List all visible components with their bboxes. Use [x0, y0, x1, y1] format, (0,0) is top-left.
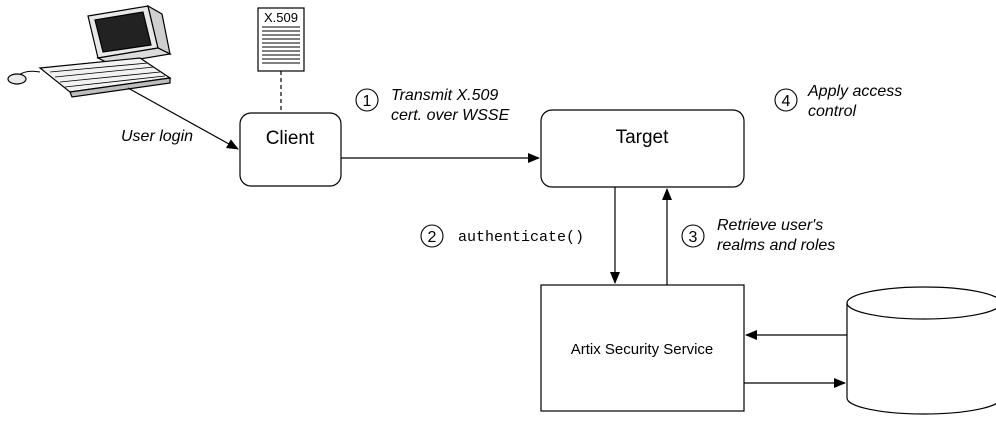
step-1-number: 1 — [363, 93, 372, 110]
step-3: 3 Retrieve user's realms and roles — [681, 217, 835, 254]
certificate-icon: X.509 — [257, 7, 305, 72]
database-icon — [846, 286, 996, 415]
user-login-label: User login — [121, 128, 193, 145]
step-4: 4 Apply access control — [774, 83, 902, 120]
step-3-line-1: Retrieve user's — [717, 217, 823, 234]
step-4-line-2: control — [808, 103, 856, 120]
step-4-line-1: Apply access — [807, 83, 902, 100]
step-2-number: 2 — [428, 229, 437, 246]
step-3-number: 3 — [689, 229, 698, 246]
step-2: 2 authenticate() — [420, 224, 584, 248]
step-1-line-1: Transmit X.509 — [391, 87, 498, 104]
step-1-line-2: cert. over WSSE — [391, 107, 510, 124]
user-login-arrow — [127, 87, 239, 150]
certificate-label: X.509 — [264, 10, 298, 25]
client-label: Client — [266, 128, 315, 149]
target-node: Target — [540, 109, 745, 188]
security-service-node: Artix Security Service — [540, 284, 745, 412]
client-node: Client — [239, 112, 342, 187]
step-1: 1 Transmit X.509 cert. over WSSE — [355, 87, 510, 124]
step-2-label: authenticate() — [458, 229, 584, 246]
target-label: Target — [616, 127, 670, 148]
step-3-line-2: realms and roles — [717, 237, 835, 254]
step-4-number: 4 — [782, 93, 791, 110]
security-service-label: Artix Security Service — [571, 341, 714, 358]
computer-icon — [7, 4, 172, 98]
